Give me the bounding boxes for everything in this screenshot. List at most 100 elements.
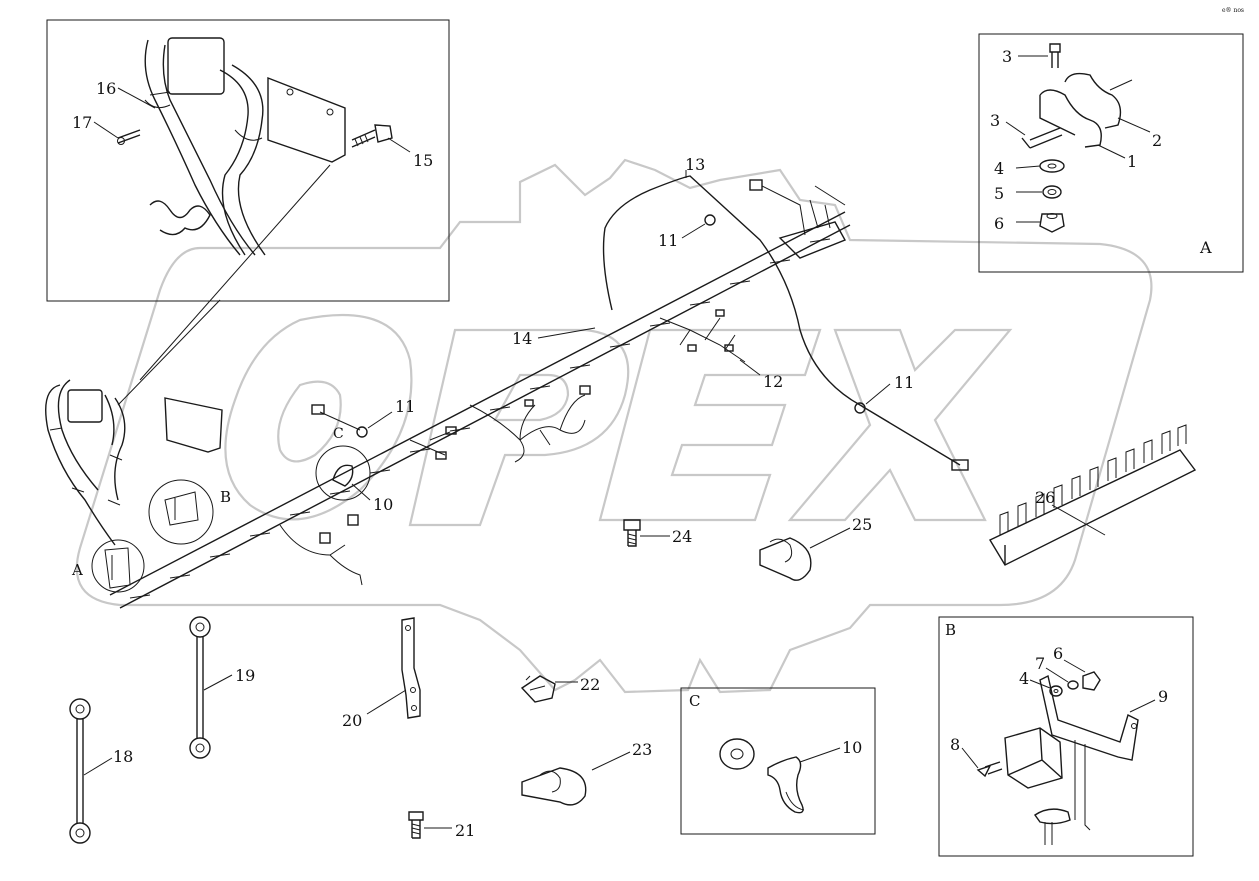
detail-circle-a	[91, 539, 145, 593]
wire-b	[1044, 822, 1053, 845]
bolt-24-head	[623, 519, 641, 531]
detail-extension-line	[117, 299, 221, 406]
detail-label-c-main: C	[333, 426, 344, 442]
connector-left-b	[435, 451, 447, 460]
harness-braid	[129, 238, 831, 599]
washer-c	[719, 738, 755, 770]
leader-8	[961, 747, 979, 769]
callout-20: 20	[342, 711, 362, 730]
connector-left-c	[445, 426, 457, 435]
bolt-24-thread	[627, 533, 637, 545]
watermark-letter-x	[787, 328, 1013, 522]
connector-12c	[724, 344, 734, 352]
opex-watermark	[75, 158, 1153, 694]
leader-23	[591, 751, 631, 771]
callout-17: 17	[72, 113, 92, 132]
leader-6-b	[1063, 659, 1086, 673]
leader-10-detail	[799, 747, 841, 763]
detail-circle-b	[148, 479, 214, 545]
callout-6: 6	[994, 214, 1004, 233]
detail-label-a-main: A	[71, 561, 83, 579]
detail-frame-b	[938, 616, 1194, 857]
callout-11-top: 11	[658, 231, 678, 250]
rod-18-shaft	[76, 719, 84, 823]
leader-17	[93, 121, 119, 139]
connector-12b	[687, 344, 697, 352]
clip-23-loop	[539, 770, 561, 793]
detail-box-a: 3 3 2 1 4 5 6 A	[978, 33, 1244, 273]
screw-21: 21	[408, 811, 475, 840]
branch-harness-12	[659, 317, 746, 363]
relay-box-main	[67, 389, 103, 423]
callout-11-left: 11	[395, 397, 415, 416]
nut-6-hole	[1046, 213, 1058, 219]
callout-11-right: 11	[894, 373, 914, 392]
leader-4	[1015, 165, 1041, 169]
bracket-plate-15	[267, 76, 346, 163]
leader-16	[117, 87, 156, 109]
rod-19-eye-top	[189, 616, 211, 638]
detail-extension-line	[139, 164, 331, 381]
detail-box-top-left: 16 17 15	[46, 19, 450, 406]
clamp-2	[1064, 72, 1122, 129]
bracket-b-main	[164, 491, 199, 526]
callout-10-main: 10	[373, 495, 393, 514]
washer-4-b-hole	[1053, 689, 1059, 693]
leader-19	[203, 674, 233, 691]
screw-17-head	[117, 137, 125, 145]
detail-box-b: B 8 4 7 6 9	[938, 616, 1194, 857]
callout-15: 15	[413, 151, 433, 170]
leader-11-top	[681, 223, 706, 239]
nut-6-b	[1082, 671, 1101, 691]
spring-washer-5	[1042, 185, 1062, 199]
washer-4	[1039, 159, 1065, 173]
leader-2	[1109, 79, 1151, 133]
watermark-gear-outline	[75, 158, 1153, 694]
rod-18-eye-top	[69, 698, 91, 720]
rod-19-eye-bottom-hole	[195, 743, 205, 753]
washer-4-hole	[1047, 163, 1057, 169]
watermark-letter-o	[224, 313, 413, 521]
leader-18	[83, 757, 113, 776]
clip-23: 23	[521, 740, 652, 806]
callout-3-mid: 3	[990, 111, 1000, 130]
connector-bottom-b	[347, 514, 359, 526]
leader-7	[1045, 667, 1069, 683]
rod-19-eye-top-hole	[195, 622, 205, 632]
bracket-20: 20	[342, 617, 421, 730]
connector-top	[749, 179, 763, 191]
leader-25	[809, 527, 851, 549]
connector-left-a	[311, 404, 325, 415]
relay-b	[1004, 727, 1063, 789]
rod-18-eye-bottom	[69, 822, 91, 844]
leader-10-main	[351, 483, 371, 501]
main-harness-assembly: 13 11 11 11 C 12 14	[45, 155, 969, 609]
rod-19: 19	[189, 616, 255, 759]
spiral-clip	[149, 200, 211, 236]
bolt-15	[351, 124, 393, 148]
rod-19-shaft	[196, 637, 204, 738]
callout-22: 22	[580, 675, 600, 694]
clip-main	[49, 427, 123, 506]
clip-25-body	[759, 537, 812, 581]
branch-harness-middle	[469, 394, 586, 463]
leader-14	[537, 327, 596, 339]
detail-circle-c	[315, 445, 371, 501]
bracket-a-main	[104, 547, 131, 589]
bracket-20-hole	[411, 705, 417, 711]
comb-26-body	[989, 449, 1197, 566]
callout-16: 16	[96, 79, 116, 98]
main-harness-14-edge	[119, 224, 851, 609]
washer-c-hole	[730, 748, 744, 760]
leader-12	[739, 359, 761, 376]
part-22-body	[520, 675, 556, 703]
clip-16	[144, 91, 171, 109]
callout-24: 24	[672, 527, 692, 546]
bolt-15-thread	[354, 134, 369, 147]
callout-2: 2	[1152, 131, 1162, 150]
detail-label-b: B	[945, 621, 956, 639]
part-22: 22	[520, 675, 600, 703]
harness-loop-right-inner	[231, 64, 266, 256]
leader-9	[1129, 699, 1156, 713]
